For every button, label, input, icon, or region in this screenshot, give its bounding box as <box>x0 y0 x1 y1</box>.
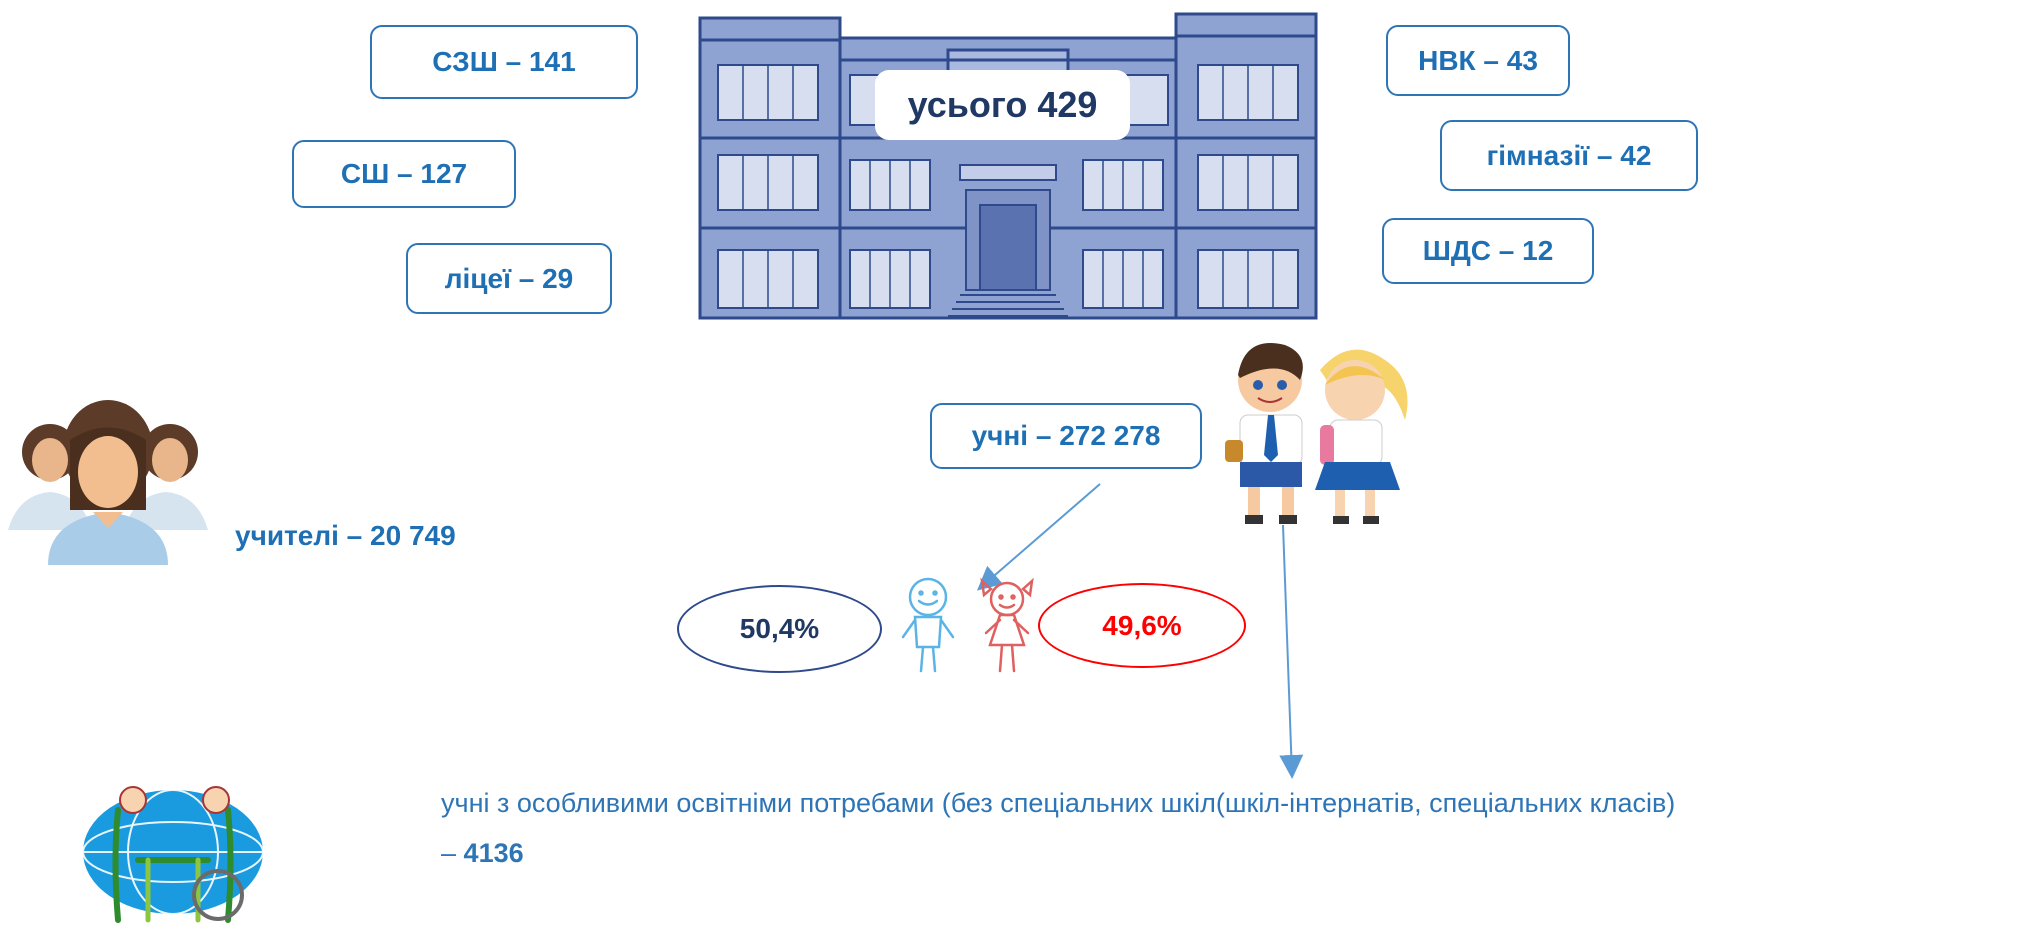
students-to-gender-arrow <box>976 483 1101 591</box>
school-type-sh-box: СШ – 127 <box>292 140 516 208</box>
students-count-box: учні – 272 278 <box>930 403 1202 469</box>
teachers-count-label: учителі – 20 749 <box>235 520 456 551</box>
students-to-special-needs-arrow <box>1279 524 1304 779</box>
girl-stick-figure-icon <box>980 577 1034 673</box>
schoolchildren-icon <box>1225 343 1408 524</box>
school-type-gymnasiums-box: гімназії – 42 <box>1440 120 1698 191</box>
boy-stick-figure-icon <box>901 577 955 673</box>
girls-percent-oval: 49,6% <box>1038 583 1246 668</box>
special-needs-value-line: – 4136 <box>441 838 524 869</box>
special-needs-dash: – <box>441 838 457 868</box>
boys-percent-oval: 50,4% <box>677 585 882 673</box>
school-type-nvk-box: НВК – 43 <box>1386 25 1570 96</box>
special-needs-value: 4136 <box>463 838 524 868</box>
school-type-lyceums-box: ліцеї – 29 <box>406 243 612 314</box>
total-schools-label: усього 429 <box>875 70 1130 140</box>
school-type-shds-box: ШДС – 12 <box>1382 218 1594 284</box>
teachers-group-icon <box>8 400 208 565</box>
special-needs-description: учні з особливими освітніми потребами (б… <box>441 788 1676 818</box>
inclusive-education-icon <box>82 786 264 923</box>
school-building-icon <box>698 12 1318 320</box>
school-type-szsh-box: СЗШ – 141 <box>370 25 638 99</box>
